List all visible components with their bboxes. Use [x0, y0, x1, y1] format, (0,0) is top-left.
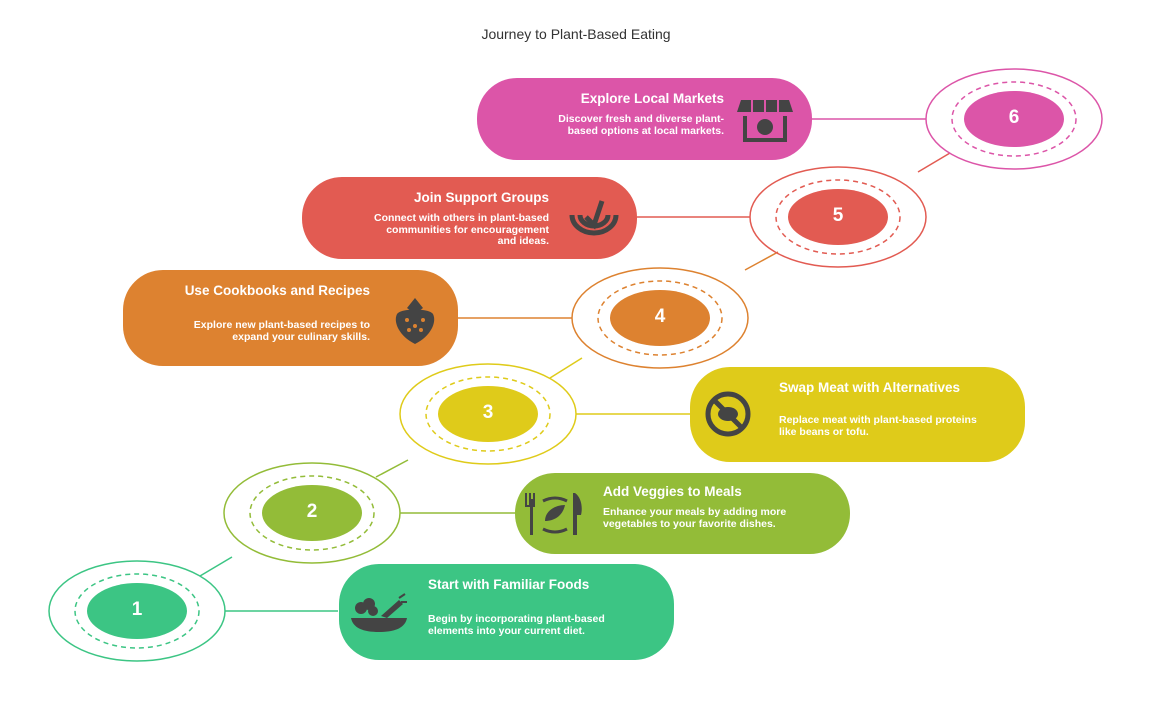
step-description: Discover fresh and diverse plant-based o… [558, 113, 724, 137]
strawberry-icon [395, 298, 435, 344]
step-card-2: Add Veggies to Meals Enhance your meals … [515, 473, 850, 554]
step-badge [610, 290, 710, 346]
plate-leaf-icon [525, 493, 582, 535]
step-number-5: 5 [832, 205, 844, 226]
no-meat-icon [705, 391, 751, 437]
step-badge [788, 189, 888, 245]
step-description: Explore new plant-based recipes to expan… [193, 319, 370, 343]
step-dashed-ring [597, 280, 723, 356]
step-badge [964, 91, 1064, 147]
step-description: Replace meat with plant-based proteins l… [779, 414, 977, 438]
step-title: Start with Familiar Foods [428, 577, 590, 592]
step-card-5: Join Support Groups Connect with others … [302, 177, 637, 259]
step-description: Enhance your meals by adding more vegeta… [603, 506, 787, 530]
step-number-4: 4 [654, 306, 666, 327]
step-card-1: Start with Familiar Foods Begin by incor… [339, 564, 674, 660]
step-badge [262, 485, 362, 541]
step-title: Explore Local Markets [580, 91, 724, 106]
step-dashed-ring [249, 475, 375, 551]
path-connector [199, 556, 233, 577]
diagram-title: Journey to Plant-Based Eating [481, 26, 671, 42]
bowl-check-icon [569, 200, 619, 236]
step-badge [438, 386, 538, 442]
step-number-1: 1 [131, 599, 143, 620]
path-connector [744, 251, 779, 271]
step-number-3: 3 [482, 402, 494, 423]
step-card-3: Swap Meat with Alternatives Replace meat… [690, 367, 1025, 462]
salad-bowl-icon [351, 593, 407, 632]
step-dashed-ring [775, 179, 901, 255]
market-stall-icon [737, 100, 793, 142]
step-description: Begin by incorporating plant-based eleme… [428, 613, 605, 637]
step-number-2: 2 [306, 501, 318, 522]
step-dashed-ring [74, 573, 200, 649]
step-title: Join Support Groups [414, 190, 549, 205]
step-title: Use Cookbooks and Recipes [184, 283, 370, 298]
path-connector [917, 152, 951, 173]
step-card-4: Use Cookbooks and Recipes Explore new pl… [123, 270, 458, 366]
step-card-6: Explore Local Markets Discover fresh and… [477, 78, 812, 160]
step-title: Swap Meat with Alternatives [779, 380, 961, 395]
step-dashed-ring [425, 376, 551, 452]
step-description: Connect with others in plant-based commu… [373, 212, 549, 247]
step-title: Add Veggies to Meals [603, 484, 742, 499]
path-connector [375, 459, 409, 478]
step-dashed-ring [951, 81, 1077, 157]
path-connector [549, 357, 583, 379]
step-badge [87, 583, 187, 639]
step-number-6: 6 [1008, 107, 1020, 128]
